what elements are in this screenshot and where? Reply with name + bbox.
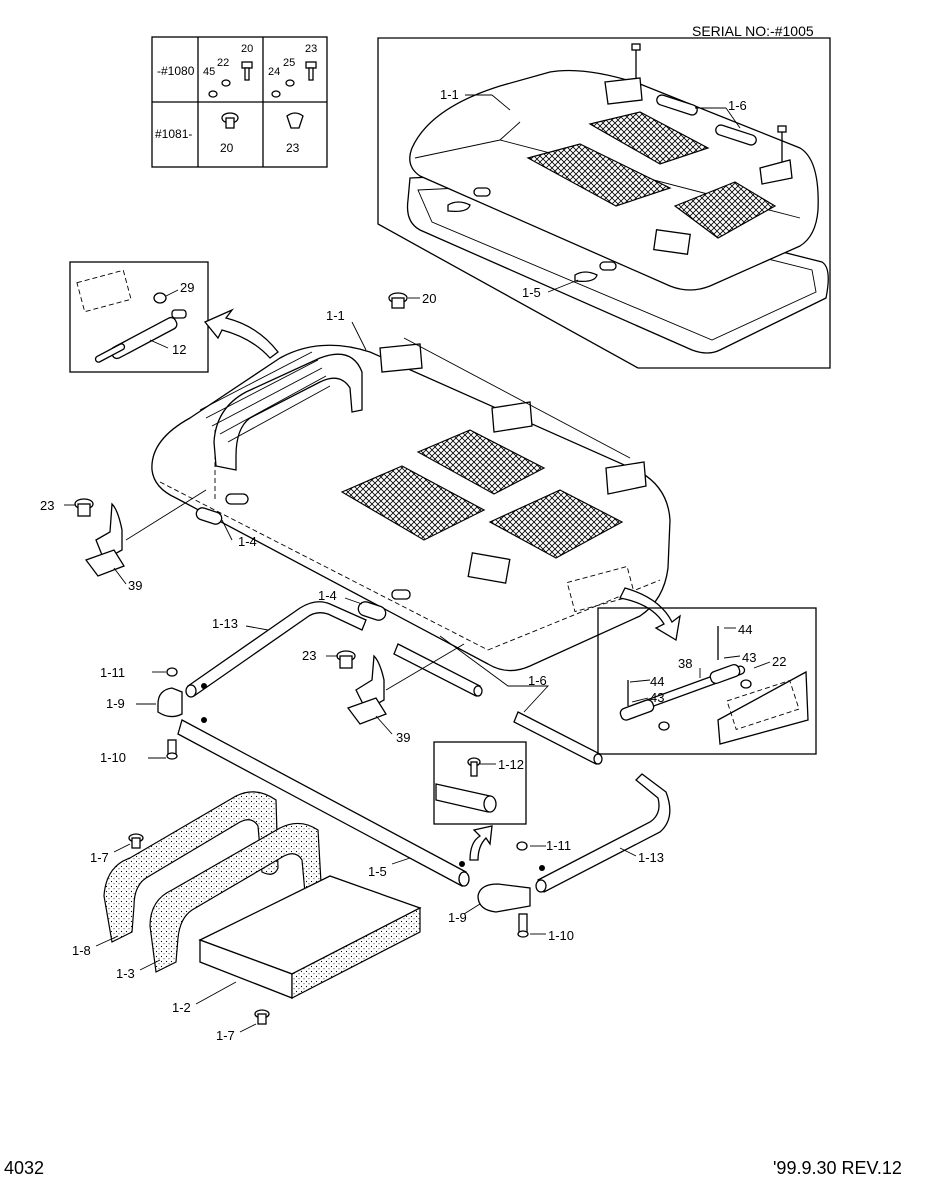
- callout-arrow-icon: [469, 825, 493, 861]
- mid-label-1-13: 1-13: [212, 616, 238, 631]
- mid-label-39: 39: [396, 730, 410, 745]
- gas-strut-inset: 29 12: [69, 261, 209, 373]
- inset-label-1-1: 1-1: [440, 87, 459, 102]
- right-label-1-11: 1-11: [546, 838, 571, 853]
- low-label-1-7a: 1-7: [90, 850, 109, 865]
- main-cover: 1-1 20: [151, 291, 671, 672]
- left-label-1-11: 1-11: [100, 665, 125, 680]
- link-label-43b: 43: [650, 690, 664, 705]
- right-label-1-10: 1-10: [548, 928, 574, 943]
- link-label-38: 38: [678, 656, 692, 671]
- main-label-1-1: 1-1: [326, 308, 345, 323]
- left-label-1-4: 1-4: [238, 534, 257, 549]
- left-label-23: 23: [40, 498, 54, 513]
- cushion-set: 1-7 1-8 1-3 1-2 1-7: [72, 791, 422, 1043]
- part-20-label: 20: [241, 43, 253, 55]
- strut-label-29: 29: [180, 280, 194, 295]
- left-latch: 23 1-4 39: [40, 489, 257, 593]
- link-label-22: 22: [772, 654, 786, 669]
- washer-icon: [271, 90, 281, 98]
- part-23-label: 23: [305, 43, 317, 55]
- link-label-43a: 43: [742, 650, 756, 665]
- part-20-row2-label: 20: [220, 141, 234, 155]
- link-inset: 44 43 38 22 44 43: [597, 607, 817, 755]
- part-24-label: 24: [268, 66, 280, 78]
- revision-date: '99.9.30 REV.12: [773, 1158, 902, 1178]
- bolt-icon: [221, 112, 239, 129]
- right-bracket: 1-11 1-9 1-10: [448, 838, 574, 943]
- pin-inset: 1-12: [433, 741, 527, 825]
- page-number: 4032: [4, 1158, 44, 1178]
- vent-slots: [199, 351, 331, 443]
- mid-label-1-6: 1-6: [528, 673, 547, 688]
- left-label-39: 39: [128, 578, 142, 593]
- low-label-1-5: 1-5: [368, 864, 387, 879]
- left-label-1-10: 1-10: [100, 750, 126, 765]
- left-bracket: 1-11 1-9 1-10: [100, 665, 183, 765]
- nut-icon: [285, 79, 295, 87]
- bolt-icon: [305, 61, 317, 81]
- left-label-1-9: 1-9: [106, 696, 125, 711]
- strut-label-12: 12: [172, 342, 186, 357]
- callout-arrow-icon: [203, 308, 279, 359]
- bolt-icon: [128, 833, 144, 849]
- serial-number: SERIAL NO:-#1005: [692, 23, 814, 39]
- clip-icon: [286, 112, 304, 129]
- part-45-label: 45: [203, 66, 215, 78]
- main-label-20: 20: [422, 291, 436, 306]
- part-22-label: 22: [217, 57, 229, 69]
- middle-latch: 23 39: [302, 643, 465, 745]
- link-label-44a: 44: [738, 622, 752, 637]
- pin-label-1-12: 1-12: [498, 757, 524, 772]
- part-23-row2-label: 23: [286, 141, 300, 155]
- inset-label-1-6: 1-6: [728, 98, 747, 113]
- callout-arrow-icon: [619, 587, 681, 642]
- link-label-44b: 44: [650, 674, 664, 689]
- gas-strut-icon: [94, 309, 187, 363]
- inset-label-1-5: 1-5: [522, 285, 541, 300]
- part-25-label: 25: [283, 57, 295, 69]
- low-label-1-2: 1-2: [172, 1000, 191, 1015]
- frame-tubes: 1-13 1-4 1-5 1-6 1-13: [177, 588, 671, 893]
- low-label-1-7b: 1-7: [216, 1028, 235, 1043]
- mid-label-1-4: 1-4: [318, 588, 337, 603]
- serial-table: -#1080 #1081- 45 22 20 24 25 23 20 23: [151, 36, 328, 168]
- bolt-icon: [254, 1009, 270, 1025]
- bolt-icon: [241, 61, 253, 81]
- right-label-1-13: 1-13: [638, 850, 664, 865]
- low-label-1-3: 1-3: [116, 966, 135, 981]
- washer-icon: [208, 90, 218, 98]
- nut-icon: [221, 79, 231, 87]
- serial-row-1-label: -#1080: [157, 64, 195, 78]
- mid-label-23: 23: [302, 648, 316, 663]
- bolt-20-icon: [388, 292, 408, 309]
- right-label-1-9: 1-9: [448, 910, 467, 925]
- low-label-1-8: 1-8: [72, 943, 91, 958]
- bolt-icon: [777, 125, 787, 162]
- bolt-icon: [631, 43, 641, 78]
- serial-row-2-label: #1081-: [155, 127, 192, 141]
- inset-cover-assembly: 1-1 1-6 1-5: [377, 37, 831, 369]
